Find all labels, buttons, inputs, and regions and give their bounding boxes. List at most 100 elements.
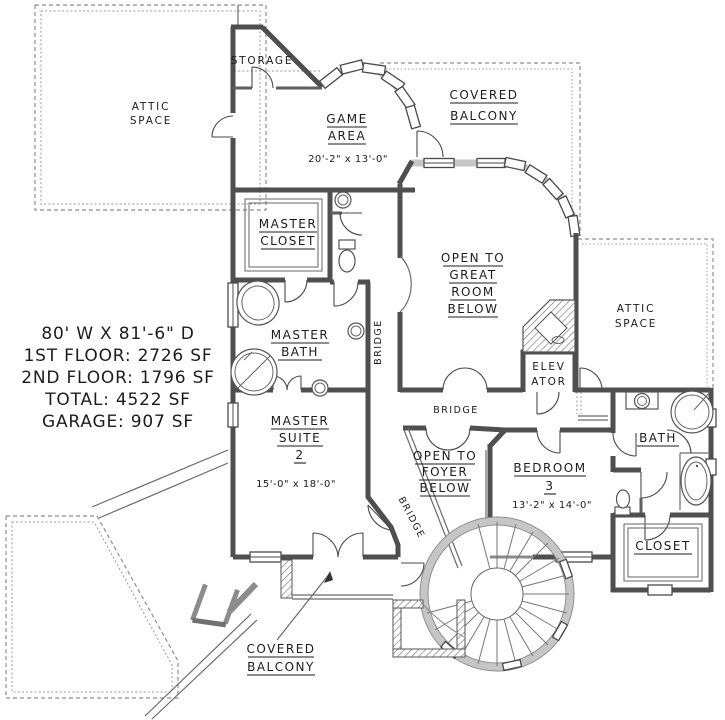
fixtures [230, 191, 714, 582]
bath-label: BATH [639, 431, 677, 445]
door-game-balcony [416, 130, 444, 158]
closet-shelf-inner [248, 202, 319, 268]
cased-opening [578, 415, 608, 421]
sink [633, 392, 651, 410]
shower-door [693, 391, 711, 411]
shower-inner [234, 352, 274, 392]
doors [211, 66, 692, 587]
wall-storage-diagonal [260, 25, 324, 89]
dashed-outlines [5, 4, 714, 720]
attic-right-label: SPACE [615, 318, 657, 330]
window [558, 558, 574, 580]
tub-outer [236, 280, 280, 326]
info-block: 80' W X 81'-6" D 1ST FLOOR: 2726 SF 2ND … [21, 324, 214, 432]
fireplace-detail [551, 336, 565, 344]
door-attic-left [211, 115, 234, 138]
wall-foyer-north [403, 425, 506, 433]
balcony-top-outline-inner [386, 68, 573, 227]
stair-wall-outer [419, 516, 575, 672]
attic-right-outline [578, 238, 714, 390]
window-bands [318, 59, 581, 238]
bedroom-label: 3 [545, 479, 554, 493]
window [503, 156, 527, 172]
elevator-label: ELEV [532, 361, 566, 373]
door-bedroom [536, 429, 561, 454]
master-suite-label: SUITE [279, 431, 321, 445]
sink-bowl [637, 396, 647, 406]
great-room-label: BELOW [448, 302, 499, 316]
bridge-label-vertical: BRIDGE [373, 319, 384, 365]
covered-balcony-top-label: COVERED [449, 88, 518, 102]
curve-windows [503, 156, 581, 238]
door-bath [612, 432, 637, 457]
door-elevator [536, 391, 560, 415]
game-area-dim: 20'-2" x 13'-0" [308, 154, 388, 165]
tub-inner [241, 285, 275, 321]
bedroom-dim: 13'-2" x 14'-0" [512, 500, 592, 511]
roof-edge-line [151, 619, 258, 720]
planter-wall [456, 599, 466, 658]
total-area: TOTAL: 4522 SF [44, 390, 191, 410]
foyer-label: OPEN TO [413, 449, 477, 463]
roof-ridge-line [98, 462, 229, 519]
walls [230, 24, 714, 593]
sill-windows [423, 157, 506, 169]
window [542, 177, 564, 201]
foyer-label: FOYER [422, 465, 468, 479]
attic-left-outline [34, 4, 267, 211]
planter-wall [392, 599, 424, 609]
closet-shelf [244, 198, 323, 272]
toilet-bowl [338, 249, 356, 273]
elevator-label: ATOR [531, 376, 567, 388]
toilet-bowl [615, 489, 631, 509]
wall-bevel [396, 159, 415, 186]
corner-shower [670, 390, 714, 434]
bedroom-label: BEDROOM [513, 461, 586, 475]
master-bath-label: MASTER [271, 328, 329, 342]
covered-balcony-bottom-label: COVERED [246, 642, 315, 656]
door-shower-swing [666, 429, 692, 454]
arrowhead [324, 571, 333, 583]
roof-lower-outline [5, 515, 179, 699]
game-area-label: AREA [328, 129, 366, 143]
tub-outer [680, 456, 712, 506]
sink [347, 322, 365, 340]
spiral-stair [419, 516, 575, 672]
storage-label: STORAGE [231, 55, 294, 67]
bridge-label-diagonal: BRIDGE [396, 495, 427, 540]
door-master-bath [333, 281, 359, 307]
labels: ATTIC SPACE STORAGE GAME AREA 20'-2" x 1… [130, 55, 692, 676]
wall-bedroom-bevel [488, 428, 507, 448]
attic-right-label: ATTIC [617, 303, 655, 315]
balcony-edge [292, 594, 393, 600]
roof-lower-outline-inner [11, 521, 173, 693]
covered-balcony-top-label: BALCONY [450, 109, 518, 123]
double-door-suite [312, 532, 364, 558]
window [361, 62, 387, 76]
tub-alcove [679, 452, 711, 510]
door-storage [251, 66, 274, 89]
planter-wall [392, 599, 402, 658]
balcony-top-outline [380, 62, 581, 233]
plan-dimensions: 80' W X 81'-6" D [41, 324, 194, 344]
window [404, 104, 422, 130]
sink-bowl [350, 325, 362, 337]
tub-drain [695, 464, 699, 468]
closet-label: CLOSET [635, 539, 691, 553]
garage-area: GARAGE: 907 SF [42, 412, 194, 432]
master-bath-label: BATH [281, 345, 319, 359]
double-door-mbath [272, 375, 302, 391]
door-wc [640, 471, 668, 499]
planter-wall [392, 648, 466, 658]
stair-wall-band [420, 517, 574, 671]
door-master-closet [284, 279, 308, 303]
door-attic-right [579, 367, 603, 391]
balcony-label-arrow [276, 571, 333, 641]
master-suite-label: 2 [295, 448, 304, 462]
door-toilet-room [339, 212, 363, 236]
master-tub [236, 280, 280, 326]
door-balcony [400, 562, 425, 587]
bridge-label-horizontal: BRIDGE [433, 405, 479, 416]
tub-inner [684, 461, 708, 501]
